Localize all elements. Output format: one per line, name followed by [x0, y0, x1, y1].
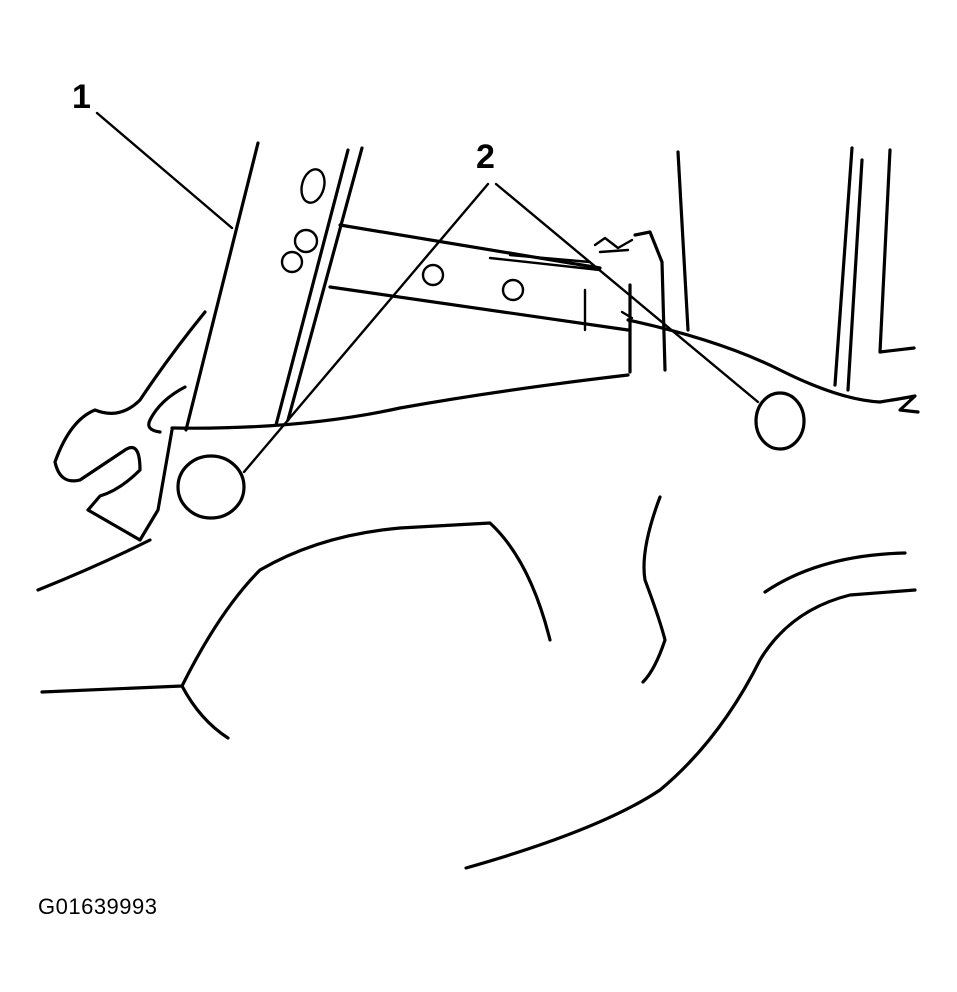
fastener-left: [176, 454, 246, 520]
left-flange: [36, 310, 207, 592]
callout-2-label: 2: [476, 138, 495, 176]
pillar-bracket: [184, 141, 364, 432]
right-panel: [626, 146, 920, 414]
callout-2: 2: [176, 138, 806, 520]
sill-line: [170, 373, 630, 430]
callout-1-label: 1: [72, 78, 91, 116]
body-contours: [40, 495, 917, 870]
cross-brace: [328, 223, 630, 332]
fastener-right: [754, 391, 806, 451]
callout-1: 1: [72, 78, 234, 230]
latch-mechanism: [583, 230, 667, 374]
figure-id: G01639993: [38, 894, 158, 919]
